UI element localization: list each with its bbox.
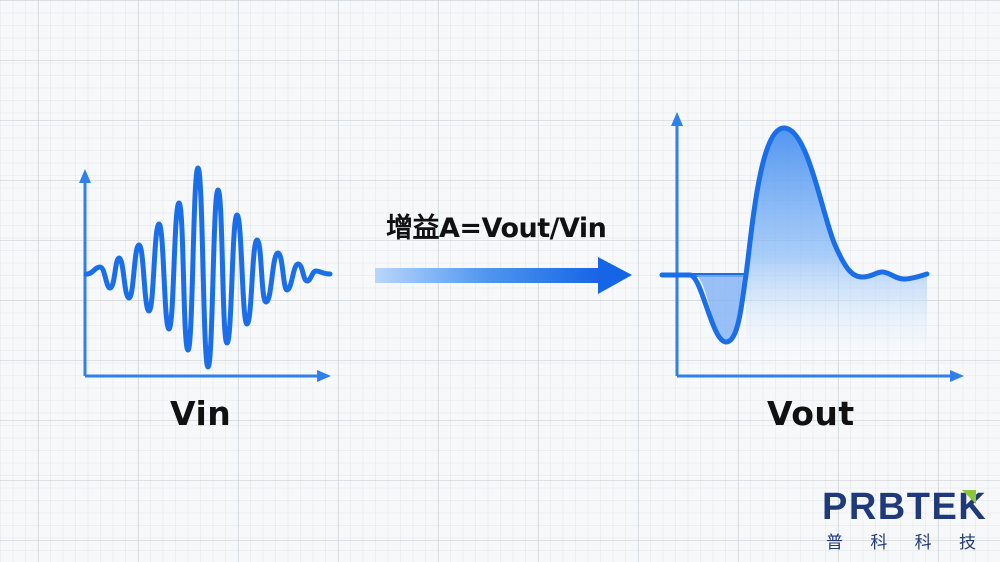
vout-label: Vout xyxy=(767,394,855,433)
logo-char: 科 xyxy=(914,533,932,553)
logo-wordmark: PRBTEK xyxy=(822,488,986,526)
company-logo: PRBTEK 普 科 科 技 xyxy=(822,488,986,553)
logo-wordmark-text: PRBTEK xyxy=(822,486,988,528)
logo-chinese-name: 普 科 科 技 xyxy=(822,528,976,553)
vout-fill-area xyxy=(746,128,927,362)
vout-negative-fill xyxy=(695,275,746,342)
vin-waveform-icon xyxy=(83,165,333,370)
gain-formula-label: 增益A=Vout/Vin xyxy=(386,213,607,244)
logo-char: 科 xyxy=(870,533,888,553)
vin-axes xyxy=(79,169,331,382)
logo-char: 普 xyxy=(826,533,843,553)
logo-accent-icon xyxy=(962,490,976,504)
vin-label: Vin xyxy=(170,394,232,433)
vout-waveform-icon xyxy=(659,125,930,345)
gain-arrow-icon xyxy=(375,257,632,294)
logo-char: 技 xyxy=(958,533,976,553)
